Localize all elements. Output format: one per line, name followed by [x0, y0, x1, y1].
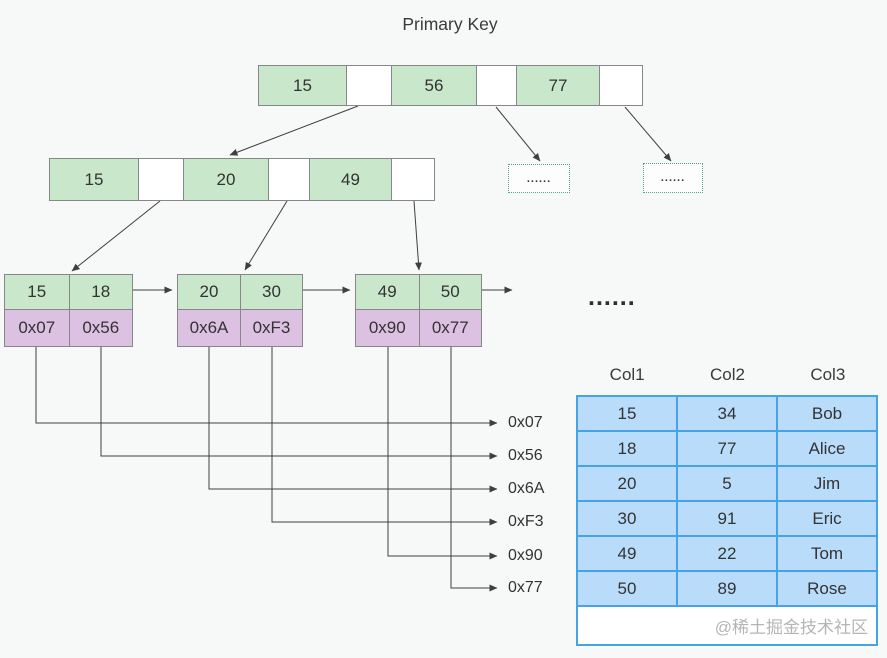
leaf-node-1: 15 18 0x07 0x56 — [4, 274, 133, 347]
internal-empty-cell — [138, 159, 183, 200]
leaf-key-cell: 15 — [5, 275, 69, 309]
table-cell: 34 — [678, 397, 778, 430]
table-cell: 5 — [678, 467, 778, 500]
table-cell: 91 — [678, 502, 778, 535]
internal-key-cell: 15 — [50, 159, 138, 200]
leaf-pointer-cell: 0xF3 — [240, 309, 302, 346]
table-cell: Tom — [810, 543, 844, 563]
leaf-pointer-cell: 0x07 — [5, 309, 69, 346]
table-row: 30 91 Eric — [578, 502, 876, 537]
leaf-pointer-cell: 0x56 — [68, 309, 132, 346]
arrow-root-to-ellipsis-box-1 — [495, 106, 541, 162]
internal-node: 15 20 49 — [49, 158, 435, 201]
leaf-key-cell: 30 — [240, 275, 302, 309]
table-row: 15 34 Bob — [578, 397, 876, 432]
root-key-cell: 15 — [259, 66, 346, 105]
column-header: Col3 — [810, 365, 846, 384]
table-cell: 15 — [578, 397, 678, 430]
leaf-pointer-cell: 0x90 — [356, 309, 419, 346]
pointer-label: 0xF3 — [508, 513, 544, 530]
leaf-node-3: 49 50 0x90 0x77 — [355, 274, 482, 347]
leaf-key-cell: 50 — [418, 275, 481, 309]
leaf-key-cell: 49 — [356, 275, 419, 309]
table-cell: Bob — [811, 403, 843, 423]
table-row: 18 77 Alice — [578, 432, 876, 467]
pointer-line-0x07 — [35, 345, 498, 427]
pointer-line-0x90 — [387, 345, 498, 560]
internal-empty-cell — [391, 159, 434, 200]
pointer-line-0x6A — [208, 345, 498, 493]
pointer-label: 0x90 — [508, 547, 543, 564]
arrow-root-to-ellipsis-box-2 — [624, 106, 672, 162]
pointer-line-0x56 — [100, 345, 498, 460]
leaf-pointer-cell: 0x6A — [178, 309, 240, 346]
leaf-key-cell: 18 — [68, 275, 132, 309]
table-cell: 22 — [678, 537, 778, 570]
table-cell: 20 — [578, 467, 678, 500]
root-node: 15 56 77 — [258, 65, 643, 106]
table-row: 49 22 Tom — [578, 537, 876, 572]
pointer-line-0x77 — [450, 345, 498, 592]
watermark: @稀土掘金技术社区 — [578, 607, 876, 644]
table-cell: 30 — [578, 502, 678, 535]
internal-key-cell: 20 — [183, 159, 268, 200]
table-header-row: Col1 Col2 Col3 — [577, 365, 878, 385]
root-key-cell: 56 — [391, 66, 476, 105]
leaf-node-2: 20 30 0x6A 0xF3 — [177, 274, 303, 347]
pointer-label: 0x56 — [508, 447, 543, 464]
root-empty-cell — [346, 66, 391, 105]
pointer-label: 0x6A — [508, 480, 545, 497]
root-empty-cell — [476, 66, 516, 105]
column-header: Col2 — [710, 365, 745, 384]
arrow-internal-to-leaf-1 — [71, 200, 161, 272]
table-cell: 77 — [678, 432, 778, 465]
ellipsis-box: ...... — [508, 164, 570, 193]
column-header: Col1 — [609, 365, 645, 384]
pointer-label: 0x07 — [508, 414, 543, 431]
ellipsis-box: ...... — [643, 163, 703, 193]
leaf-key-cell: 20 — [178, 275, 240, 309]
pointer-label: 0x77 — [508, 579, 543, 596]
table-row: 50 89 Rose — [578, 572, 876, 607]
table-row: 20 5 Jim — [578, 467, 876, 502]
leaf-chain-ellipsis: ...... — [588, 283, 636, 311]
root-empty-cell — [599, 66, 642, 105]
diagram-title: Primary Key — [402, 14, 498, 34]
root-key-cell: 77 — [516, 66, 599, 105]
pointer-line-0xF3 — [271, 345, 498, 526]
internal-key-cell: 49 — [309, 159, 391, 200]
internal-empty-cell — [268, 159, 309, 200]
primary-key-table: 15 34 Bob 18 77 Alice 20 5 Jim 30 91 Eri… — [576, 395, 878, 646]
arrow-internal-to-leaf-2 — [244, 200, 288, 271]
table-cell: Rose — [807, 578, 847, 598]
table-cell: 89 — [678, 572, 778, 605]
arrow-root-to-internal-node — [229, 105, 359, 156]
table-cell: Eric — [812, 508, 842, 528]
table-cell: 18 — [578, 432, 678, 465]
table-cell: 49 — [578, 537, 678, 570]
arrow-internal-to-leaf-3 — [413, 200, 422, 271]
table-cell: 50 — [578, 572, 678, 605]
table-cell: Alice — [808, 438, 846, 458]
table-cell: Jim — [813, 473, 841, 493]
leaf-pointer-cell: 0x77 — [418, 309, 481, 346]
